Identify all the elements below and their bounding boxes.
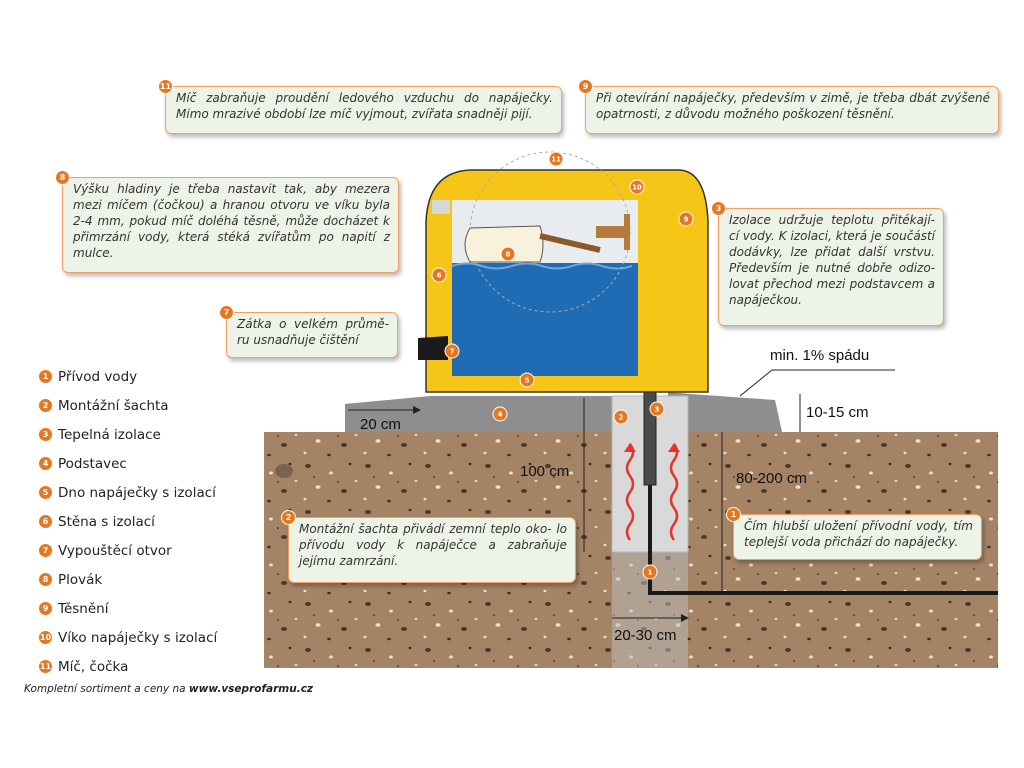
legend-label: Míč, čočka [58, 658, 129, 675]
note-ball-text: Míč zabraňuje proudění ledového vzduchu … [176, 91, 553, 121]
legend-badge: 9 [38, 601, 53, 616]
base-height-label: 10-15 cm [806, 404, 869, 421]
legend-label: Stěna s izolací [58, 513, 155, 530]
legend-item: 10 Víko napáječky s izolací [38, 623, 217, 652]
note-badge: 1 [726, 507, 741, 522]
note-depth-text: Čím hlubší uložení přívodní vody, tím te… [744, 519, 973, 549]
legend-label: Přívod vody [58, 368, 138, 385]
legend-item: 3 Tepelná izolace [38, 420, 217, 449]
slope-leader [739, 369, 773, 397]
legend-badge: 2 [38, 398, 53, 413]
note-insulation: 3 Izolace udržuje teplotu přitékají- cí … [711, 201, 944, 326]
marker-10: 10 [632, 184, 642, 192]
water [452, 263, 638, 376]
concrete-base-right [668, 392, 782, 432]
note-shaft-text: Montážní šachta přivádí zemní teplo oko-… [299, 522, 567, 568]
valve-post [624, 214, 630, 250]
float-arm [539, 233, 601, 253]
note-float: 8 Výšku hladiny je třeba nastavit tak, a… [55, 170, 399, 273]
marker-7: 7 [450, 348, 455, 356]
note-plug-text: Zátka o velkém průmě- ru usnadňuje čiště… [237, 317, 389, 347]
note-badge: 8 [55, 170, 70, 185]
legend-label: Dno napáječky s izolací [58, 484, 216, 501]
note-depth: 1 Čím hlubší uložení přívodní vody, tím … [726, 507, 982, 560]
diagram-markers: 1 2 3 4 5 6 7 8 9 10 11 [431, 151, 694, 580]
note-ball: 11 Míč zabraňuje proudění ledového vzduc… [158, 79, 562, 134]
marker-1: 1 [648, 569, 653, 577]
footer: Kompletní sortiment a ceny na www.vsepro… [24, 683, 313, 695]
water-surface [451, 262, 633, 270]
legend-label: Vypouštěcí otvor [58, 542, 172, 559]
legend-item: 11 Míč, čočka [38, 652, 217, 681]
note-badge: 9 [578, 79, 593, 94]
heat-arrowhead [624, 443, 680, 452]
legend-label: Těsnění [58, 600, 109, 617]
marker-6: 6 [437, 272, 442, 280]
marker-5: 5 [525, 377, 530, 385]
legend-badge: 3 [38, 427, 53, 442]
shaft-depth-label: 100 cm [520, 463, 569, 480]
pipe-depth-label: 80-200 cm [736, 470, 807, 487]
legend-label: Tepelná izolace [58, 426, 161, 443]
legend-item: 1 Přívod vody [38, 362, 217, 391]
legend: 1 Přívod vody 2 Montážní šachta 3 Tepelná i… [38, 362, 217, 681]
note-badge: 11 [158, 79, 173, 94]
legend-badge: 7 [38, 543, 53, 558]
legend-badge: 1 [38, 369, 53, 384]
note-float-text: Výšku hladiny je třeba nastavit tak, aby… [73, 182, 390, 260]
legend-item: 2 Montážní šachta [38, 391, 217, 420]
legend-badge: 6 [38, 514, 53, 529]
note-insulation-text: Izolace udržuje teplotu přitékají- cí vo… [729, 213, 935, 307]
drain-plug [418, 336, 448, 360]
soil-stone [275, 464, 293, 478]
legend-badge: 11 [38, 659, 53, 674]
footer-text: Kompletní sortiment a ceny na [24, 683, 189, 695]
marker-4: 4 [498, 411, 503, 419]
base-width-label: 20 cm [360, 416, 401, 433]
note-seal-text: Při otevírání napáječky, především v zim… [596, 91, 990, 121]
note-shaft: 2 Montážní šachta přivádí zemní teplo ok… [281, 510, 576, 583]
legend-item: 9 Těsnění [38, 594, 217, 623]
note-badge: 3 [711, 201, 726, 216]
heat-arrows [625, 443, 679, 541]
footer-link[interactable]: www.vseprofarmu.cz [188, 683, 314, 695]
legend-badge: 8 [38, 572, 53, 587]
note-plug: 7 Zátka o velkém průmě- ru usnadňuje čiš… [219, 305, 398, 358]
legend-label: Podstavec [58, 455, 127, 472]
legend-item: 7 Vypouštěcí otvor [38, 536, 217, 565]
lid-panel [432, 200, 450, 214]
legend-badge: 10 [38, 630, 53, 645]
legend-badge: 5 [38, 485, 53, 500]
marker-9: 9 [684, 216, 689, 224]
shaft-width-label: 20-30 cm [614, 627, 677, 644]
marker-2: 2 [619, 414, 624, 422]
note-seal: 9 Při otevírání napáječky, především v z… [578, 79, 999, 134]
legend-label: Plovák [58, 571, 103, 588]
marker-3: 3 [655, 406, 660, 414]
marker-11: 11 [551, 156, 561, 164]
valve [596, 226, 630, 238]
legend-label: Víko napáječky s izolací [58, 629, 218, 646]
note-badge: 7 [219, 305, 234, 320]
legend-item: 4 Podstavec [38, 449, 217, 478]
note-badge: 2 [281, 510, 296, 525]
slope-label: min. 1% spádu [770, 347, 869, 364]
legend-item: 8 Plovák [38, 565, 217, 594]
legend-badge: 4 [38, 456, 53, 471]
legend-item: 5 Dno napáječky s izolací [38, 478, 217, 507]
marker-8: 8 [506, 251, 511, 259]
legend-label: Montážní šachta [58, 397, 169, 414]
legend-item: 6 Stěna s izolací [38, 507, 217, 536]
